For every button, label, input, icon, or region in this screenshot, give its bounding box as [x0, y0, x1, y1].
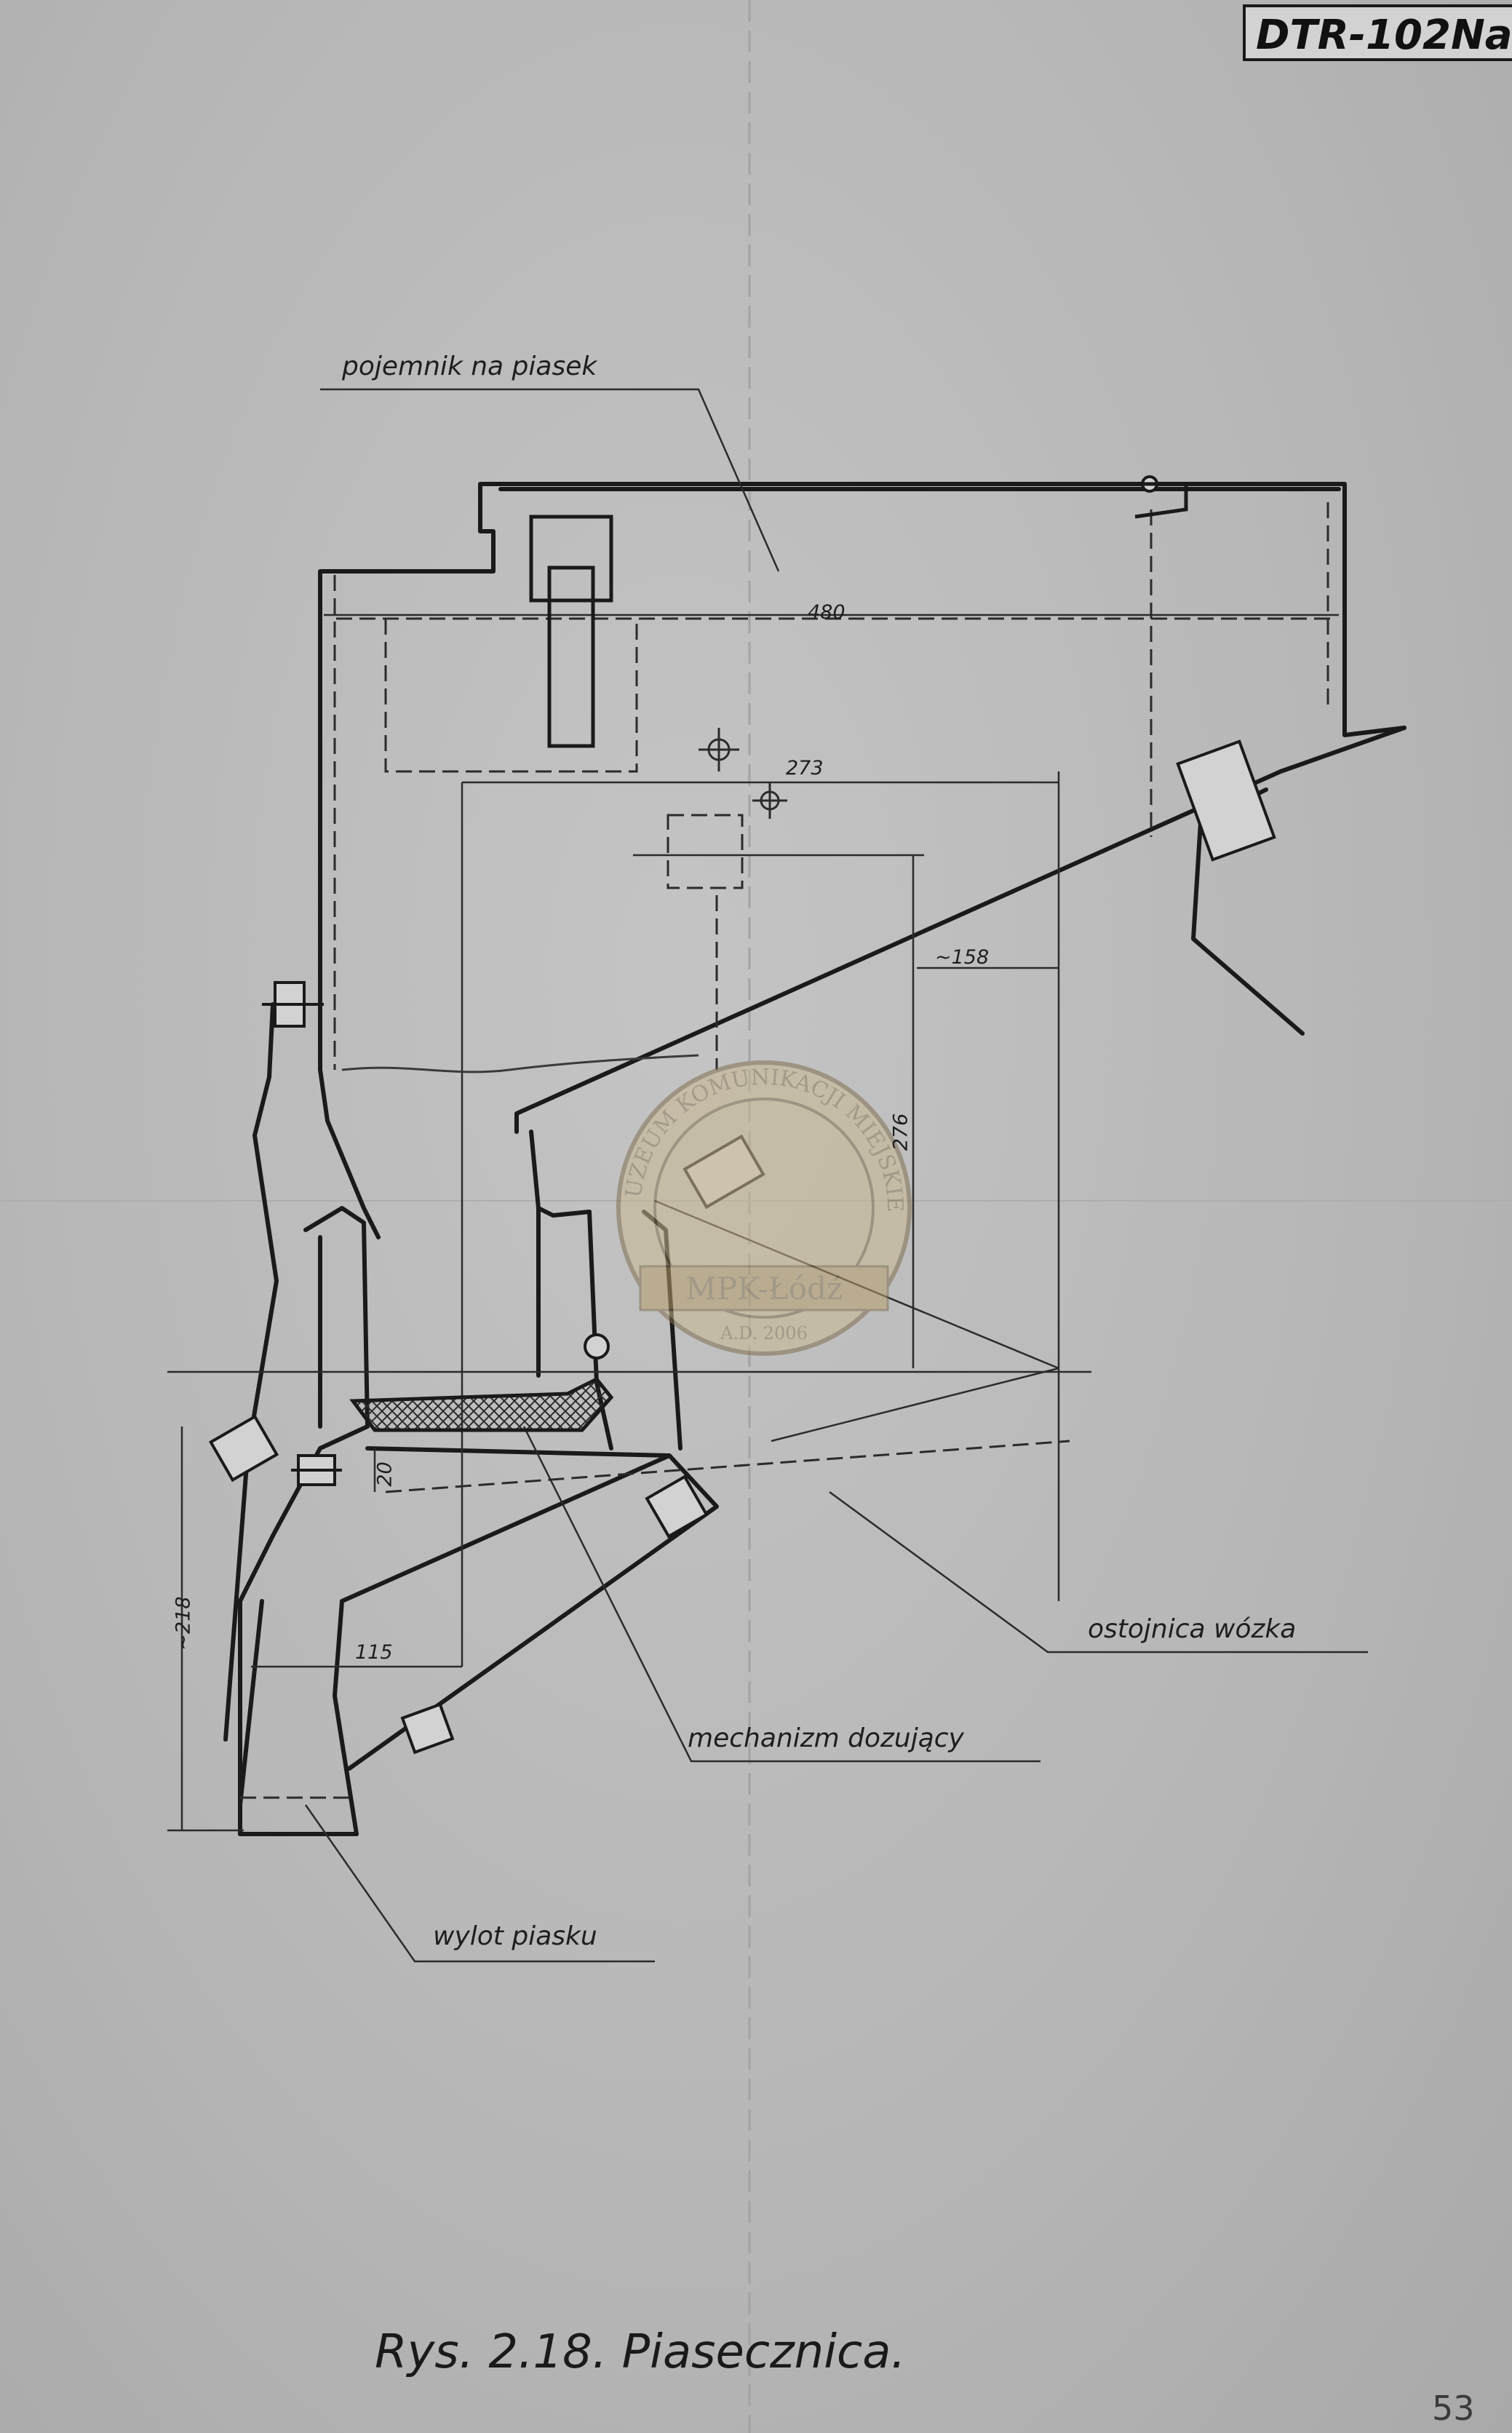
- bolt-icon: [1176, 739, 1276, 862]
- leader-dosing-mechanism: [522, 1426, 1041, 1763]
- bolt-icon: [262, 981, 324, 1028]
- dimension-20: 20: [373, 1461, 397, 1487]
- stamp-ring-text: MUZEUM KOMUNIKACJI MIEJSKIEJ: [0, 0, 907, 1212]
- hopper-neck: [318, 1068, 381, 1239]
- label-bogie-sidebar: ostojnica wózka: [1088, 1614, 1297, 1644]
- label-sand-container: pojemnik na piasek: [342, 352, 597, 381]
- dimension-480: 480: [808, 601, 845, 624]
- leader-sand-container: [320, 388, 780, 572]
- bolt-icon: [208, 1414, 279, 1483]
- leader-sand-outlet: [304, 1804, 655, 1963]
- svg-text:MUZEUM KOMUNIKACJI MIEJSKIEJ: MUZEUM KOMUNIKACJI MIEJSKIEJ: [0, 0, 907, 1212]
- dosing-housing: [303, 1206, 370, 1429]
- leader-bogie-sidebar: [829, 1491, 1368, 1654]
- museum-stamp: MUZEUM KOMUNIKACJI MIEJSKIEJ MPK-Łódź A.…: [0, 0, 912, 1356]
- bolt-icon: [400, 1702, 455, 1755]
- document-code: DTR-102Na-01: [1243, 4, 1512, 61]
- page-number: 53: [1432, 2389, 1475, 2428]
- stamp-year: A.D. 2006: [720, 1323, 808, 1343]
- lid-latch: [529, 515, 613, 603]
- sand-level-line: [341, 1054, 699, 1073]
- figure-caption: Rys. 2.18. Piasecznica.: [375, 2325, 906, 2379]
- outlet-chute: [238, 1424, 370, 1836]
- label-dosing-mechanism: mechanizm dozujący: [688, 1723, 964, 1753]
- dimension-276: 276: [889, 1113, 912, 1151]
- bolt-icon: [291, 1454, 342, 1486]
- label-sand-outlet: wylot piasku: [433, 1921, 597, 1951]
- dimension-273: 273: [786, 757, 824, 779]
- sand-container-outline: [318, 482, 1406, 1072]
- container-sloped-bottom: [514, 726, 1406, 1134]
- outlet-bracket: [223, 1002, 279, 1742]
- pivot-pin-icon: [584, 1333, 610, 1360]
- dimension-115: 115: [355, 1641, 393, 1664]
- dimension-158: ~158: [935, 946, 990, 969]
- lid-hinge: [1102, 482, 1188, 519]
- dosing-element-hatched: [349, 1376, 614, 1432]
- stamp-org: MPK-Łódź: [685, 1271, 843, 1306]
- dimension-218: ~218: [172, 1596, 195, 1651]
- bolt-icon: [645, 1475, 709, 1539]
